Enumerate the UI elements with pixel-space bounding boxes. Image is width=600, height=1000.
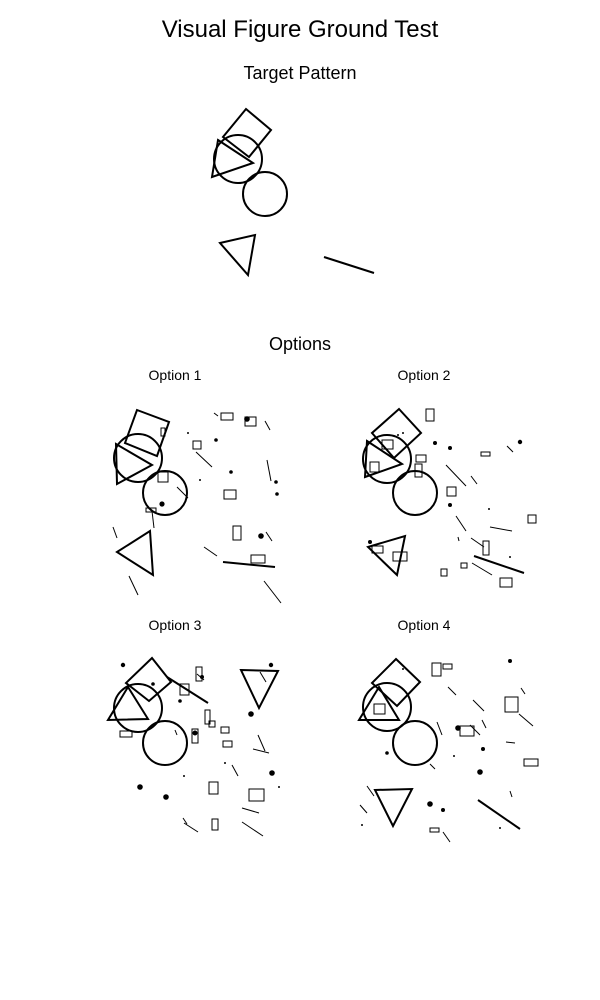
option-2-dots [368, 432, 523, 558]
option-2-label: Option 2 [397, 367, 451, 383]
option-2-noise [370, 409, 536, 587]
option-4-figure[interactable] [359, 659, 538, 842]
option-2-circle-lower [393, 471, 437, 515]
option-4-circle-upper [363, 683, 411, 731]
option-1-circle-lower [143, 471, 187, 515]
target-circle-lower [243, 172, 287, 216]
option-1-dots [159, 416, 279, 539]
option-4-circle-lower [393, 721, 437, 765]
target-pattern-label: Target Pattern [243, 63, 357, 83]
option-1-triangle-lower [117, 531, 153, 575]
target-square [223, 109, 271, 157]
target-line [324, 257, 374, 273]
option-1-label: Option 1 [148, 367, 202, 383]
target-triangle-lower [220, 235, 255, 275]
option-3-figure[interactable] [108, 658, 280, 836]
option-1-square [125, 410, 169, 456]
option-4-shapes [359, 659, 520, 829]
option-4-triangle-upper [359, 687, 399, 720]
option-1-noise [113, 413, 281, 603]
target-triangle-upper [212, 140, 253, 177]
option-1-circle-upper [114, 434, 162, 482]
options-heading: Options [268, 334, 332, 354]
option-4-label: Option 4 [397, 617, 451, 633]
option-3-dots [120, 662, 280, 800]
option-2-circle-upper [363, 435, 411, 483]
option-3-circle-lower [143, 721, 187, 765]
option-3-triangle-lower [241, 670, 278, 708]
page-title: Visual Figure Ground Test [161, 16, 439, 43]
option-4-dots [361, 659, 512, 829]
option-1-line [223, 562, 275, 567]
option-3-noise [120, 667, 269, 836]
option-3-label: Option 3 [148, 617, 202, 633]
option-3-square [126, 658, 171, 701]
option-1-figure[interactable] [113, 410, 281, 603]
option-3-line [167, 677, 208, 703]
option-1-shapes [114, 410, 275, 575]
option-4-line [478, 800, 520, 829]
option-4-triangle-lower [375, 789, 412, 826]
option-4-square [372, 659, 420, 706]
option-3-shapes [108, 658, 278, 765]
option-2-line [474, 556, 524, 573]
option-2-square [372, 409, 421, 458]
option-1-triangle-upper [116, 444, 152, 484]
option-2-triangle-lower [368, 536, 405, 575]
option-2-triangle-upper [365, 441, 402, 477]
option-3-triangle-upper [108, 687, 148, 720]
target-pattern [212, 109, 374, 275]
option-3-circle-upper [114, 684, 162, 732]
option-2-figure[interactable] [363, 409, 536, 587]
option-2-shapes [363, 409, 524, 575]
option-4-noise [360, 663, 538, 842]
